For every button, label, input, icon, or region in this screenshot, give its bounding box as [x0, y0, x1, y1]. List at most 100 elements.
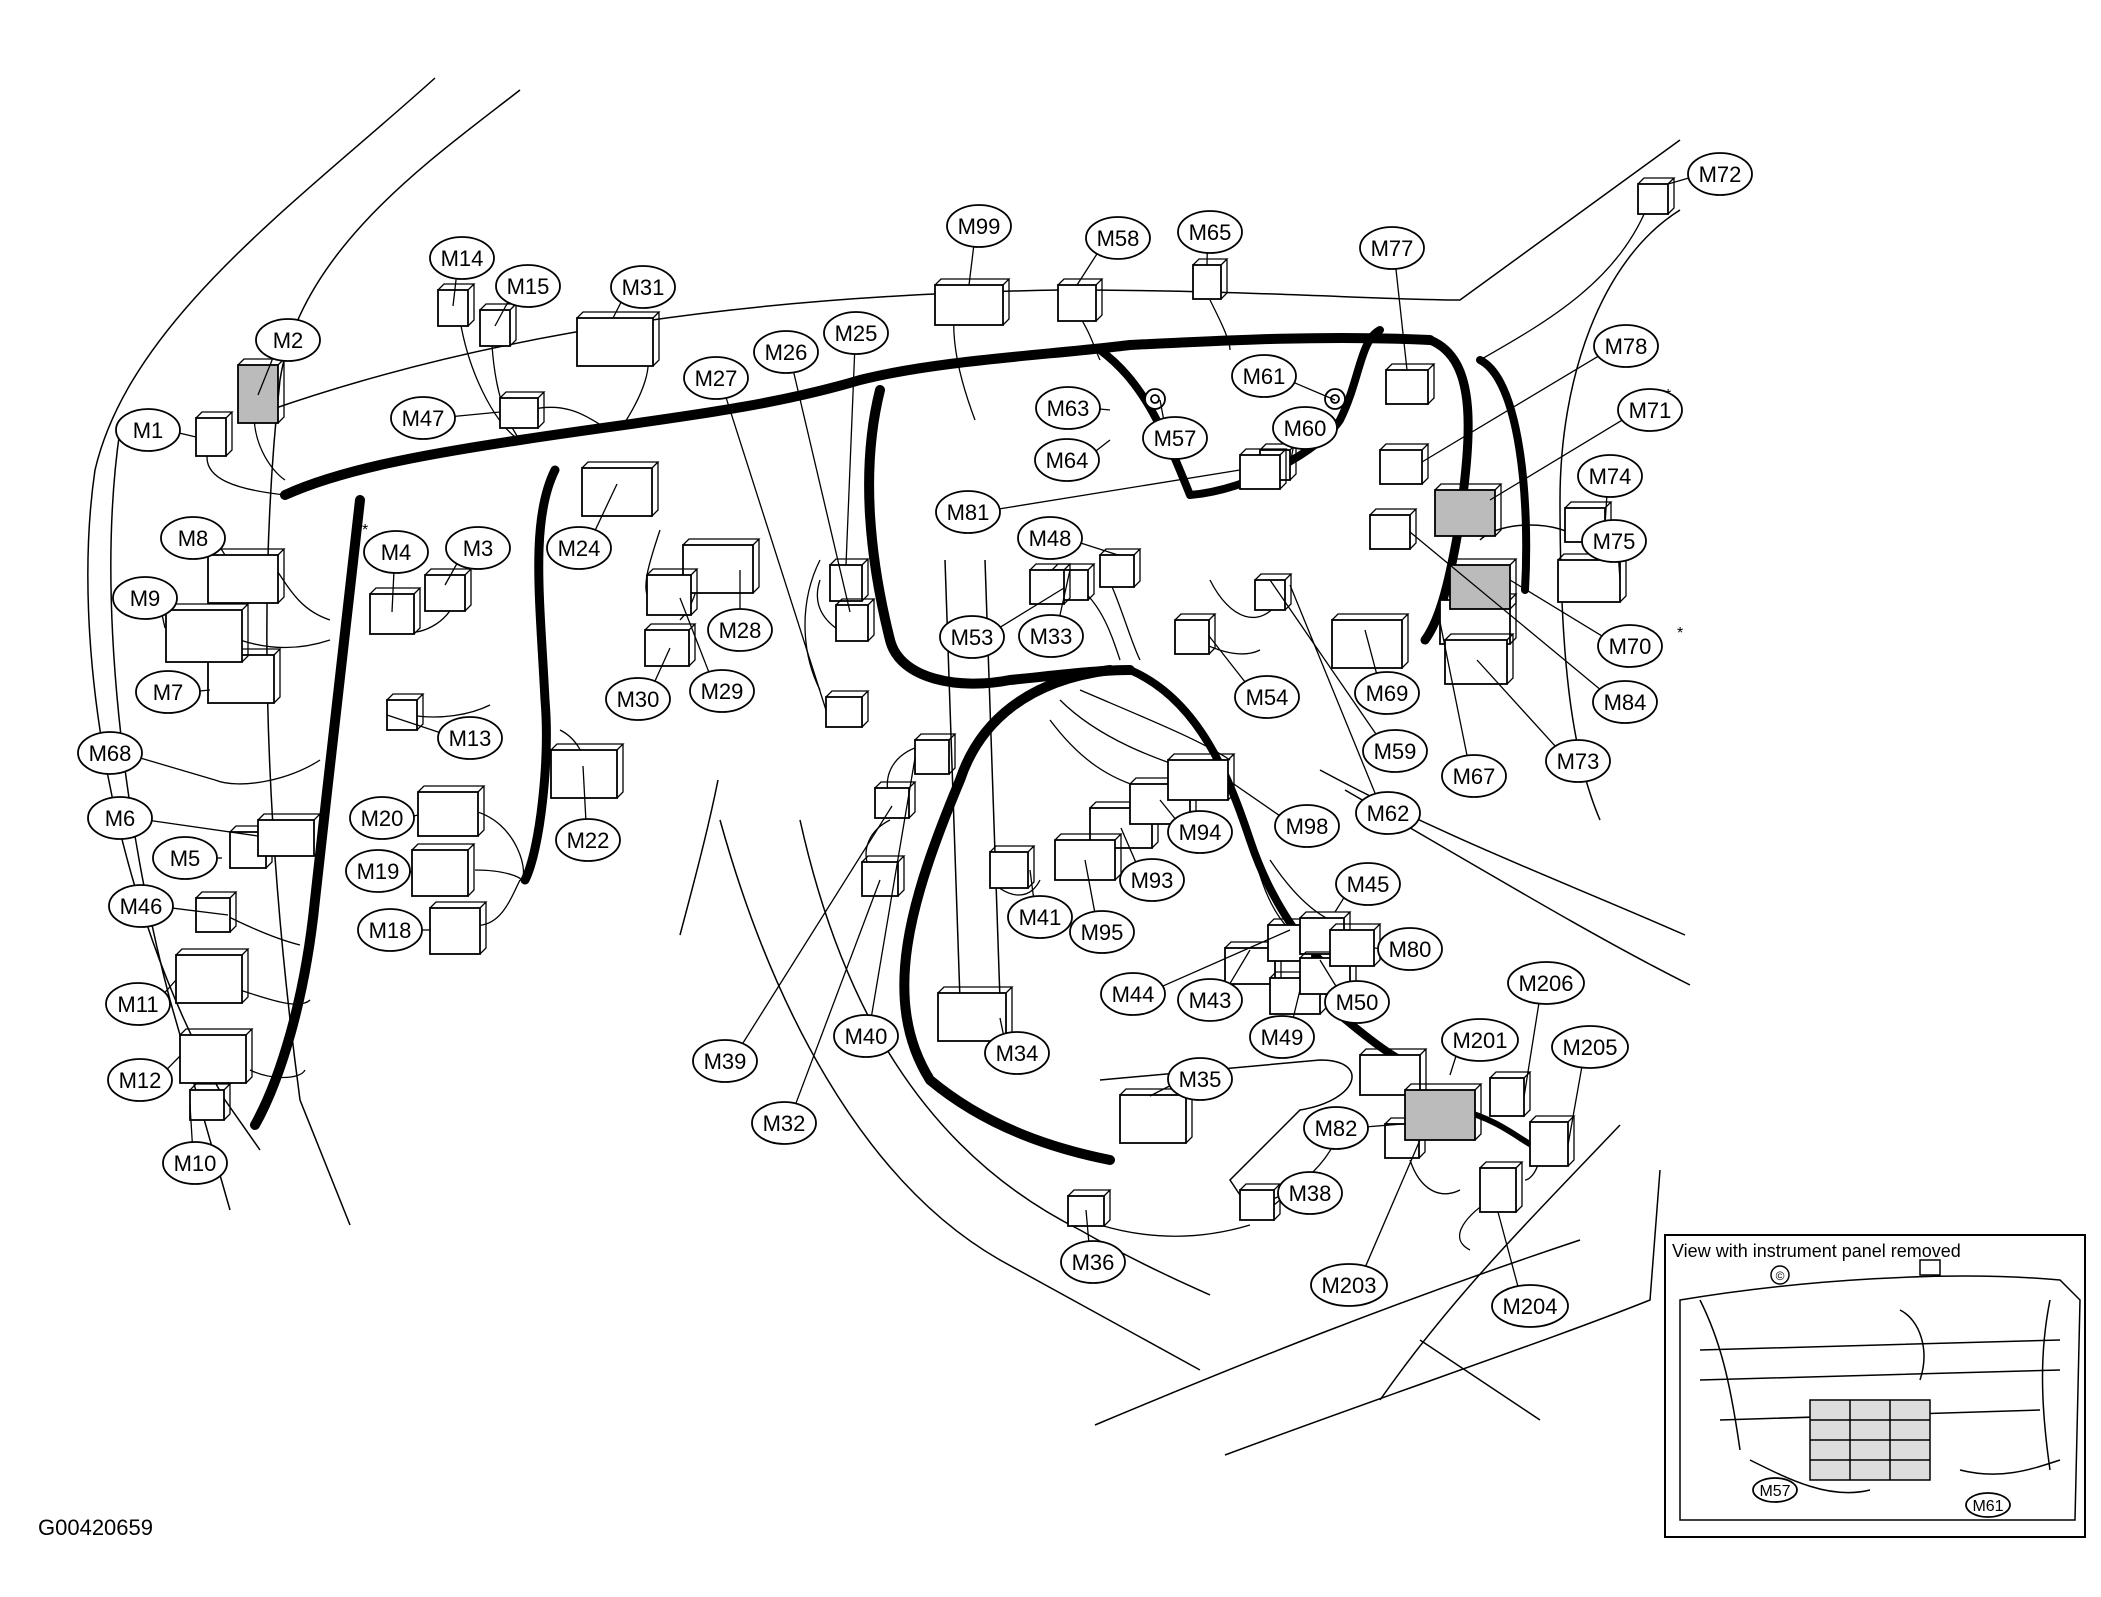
- label-text: M10: [174, 1151, 217, 1176]
- label-text: M95: [1081, 920, 1124, 945]
- label-m14: M14: [430, 237, 494, 279]
- label-text: M34: [996, 1041, 1039, 1066]
- label-m57: M57: [1143, 417, 1207, 459]
- label-text: M25: [835, 321, 878, 346]
- label-text: M57: [1154, 426, 1197, 451]
- label-m18: M18: [358, 909, 422, 951]
- connector-m71: [1435, 484, 1501, 536]
- label-m67: M67: [1442, 755, 1506, 797]
- label-m40: M40: [834, 1015, 898, 1057]
- connector-m4: [370, 588, 420, 634]
- connector-m201: [1360, 1049, 1426, 1095]
- label-text: M77: [1371, 236, 1414, 261]
- connector-m30: [645, 624, 695, 666]
- connector-m11: [176, 949, 248, 1003]
- label-m63: M63: [1036, 387, 1100, 429]
- connector-m40: [915, 734, 955, 774]
- connector-m70: [1450, 559, 1516, 609]
- label-m9: M9: [113, 577, 177, 619]
- label-m54: M54: [1235, 676, 1299, 718]
- label-text: M67: [1453, 764, 1496, 789]
- label-text: M12: [119, 1068, 162, 1093]
- label-m84: M84: [1593, 681, 1657, 723]
- connector-m205: [1530, 1116, 1574, 1166]
- connector-m47: [500, 392, 544, 428]
- wire-m68: [215, 760, 320, 784]
- connector-m58: [1058, 279, 1102, 321]
- label-text: M93: [1131, 868, 1174, 893]
- connector-m77: [1386, 364, 1434, 404]
- label-m35: M35: [1168, 1058, 1232, 1100]
- label-m4: M4: [364, 531, 428, 573]
- label-text: M36: [1072, 1250, 1115, 1275]
- label-text: M6: [105, 806, 136, 831]
- label-text: M59: [1374, 739, 1417, 764]
- connector-m38: [1240, 1184, 1280, 1220]
- label-m38: M38: [1278, 1172, 1342, 1214]
- leader-line-m68: [139, 758, 215, 780]
- label-text: M4: [381, 540, 412, 565]
- label-m75: M75: [1582, 520, 1646, 562]
- connector-m57: [1145, 389, 1165, 409]
- connector-m14: [438, 284, 474, 326]
- connector-m22: [551, 744, 623, 798]
- connector-m24: [582, 462, 658, 516]
- label-m15: M15: [496, 265, 560, 307]
- label-text: M1: [133, 418, 164, 443]
- label-m22: M22: [556, 819, 620, 861]
- label-m71: M71: [1618, 389, 1682, 431]
- label-m95: M95: [1070, 911, 1134, 953]
- label-m33: M33: [1019, 615, 1083, 657]
- svg-text:M61: M61: [1972, 1498, 2003, 1515]
- label-m93: M93: [1120, 859, 1184, 901]
- outline-floor-line-2: [1225, 1170, 1660, 1455]
- connector-m12: [180, 1029, 252, 1083]
- connector-m203: [1405, 1084, 1481, 1140]
- label-text: M60: [1284, 416, 1327, 441]
- connector-m1: [196, 412, 232, 456]
- label-text: M68: [89, 741, 132, 766]
- leader-line-m203: [1365, 1140, 1420, 1268]
- connector-m81: [1240, 449, 1286, 489]
- leader-line-m26: [793, 370, 850, 612]
- leader-line-m54: [1209, 636, 1246, 683]
- label-m78: M78: [1594, 325, 1658, 367]
- label-text: M28: [719, 618, 762, 643]
- label-m12: M12: [108, 1059, 172, 1101]
- leader-line-m47: [453, 412, 500, 417]
- label-text: M54: [1246, 685, 1289, 710]
- label-m59: M59: [1363, 730, 1427, 772]
- connector-m34: [938, 987, 1012, 1041]
- label-text: M26: [765, 340, 808, 365]
- inset-label-m57: M57: [1753, 1478, 1797, 1502]
- leader-line-m78: [1422, 355, 1600, 462]
- connector-m3: [425, 569, 471, 611]
- connector-m27: [826, 691, 868, 727]
- label-m19: M19: [346, 850, 410, 892]
- label-m32: M32: [752, 1102, 816, 1144]
- label-m2: M2: [256, 319, 320, 361]
- connector-m25: [830, 559, 868, 601]
- leader-line-m6: [150, 820, 258, 836]
- label-text: M9: [130, 586, 161, 611]
- connector-m41: [990, 846, 1034, 888]
- label-text: M69: [1366, 681, 1409, 706]
- label-m69: M69: [1355, 672, 1419, 714]
- label-m43: M43: [1178, 979, 1242, 1021]
- leader-line-m31: [613, 301, 622, 318]
- label-m64: M64: [1035, 439, 1099, 481]
- label-m44: M44: [1101, 973, 1165, 1015]
- inset-panel: View with instrument panel removed © M57: [1665, 1235, 2085, 1537]
- label-m45: M45: [1336, 863, 1400, 905]
- connector-m99: [935, 279, 1009, 325]
- label-m49: M49: [1250, 1016, 1314, 1058]
- label-m39: M39: [693, 1040, 757, 1082]
- label-text: M5: [170, 846, 201, 871]
- connector-m31: [577, 312, 659, 366]
- connector-m78: [1380, 444, 1428, 484]
- connector-m98: [1168, 754, 1234, 800]
- label-m47: M47: [391, 397, 455, 439]
- label-m25: M25: [824, 312, 888, 354]
- label-text: M47: [402, 406, 445, 431]
